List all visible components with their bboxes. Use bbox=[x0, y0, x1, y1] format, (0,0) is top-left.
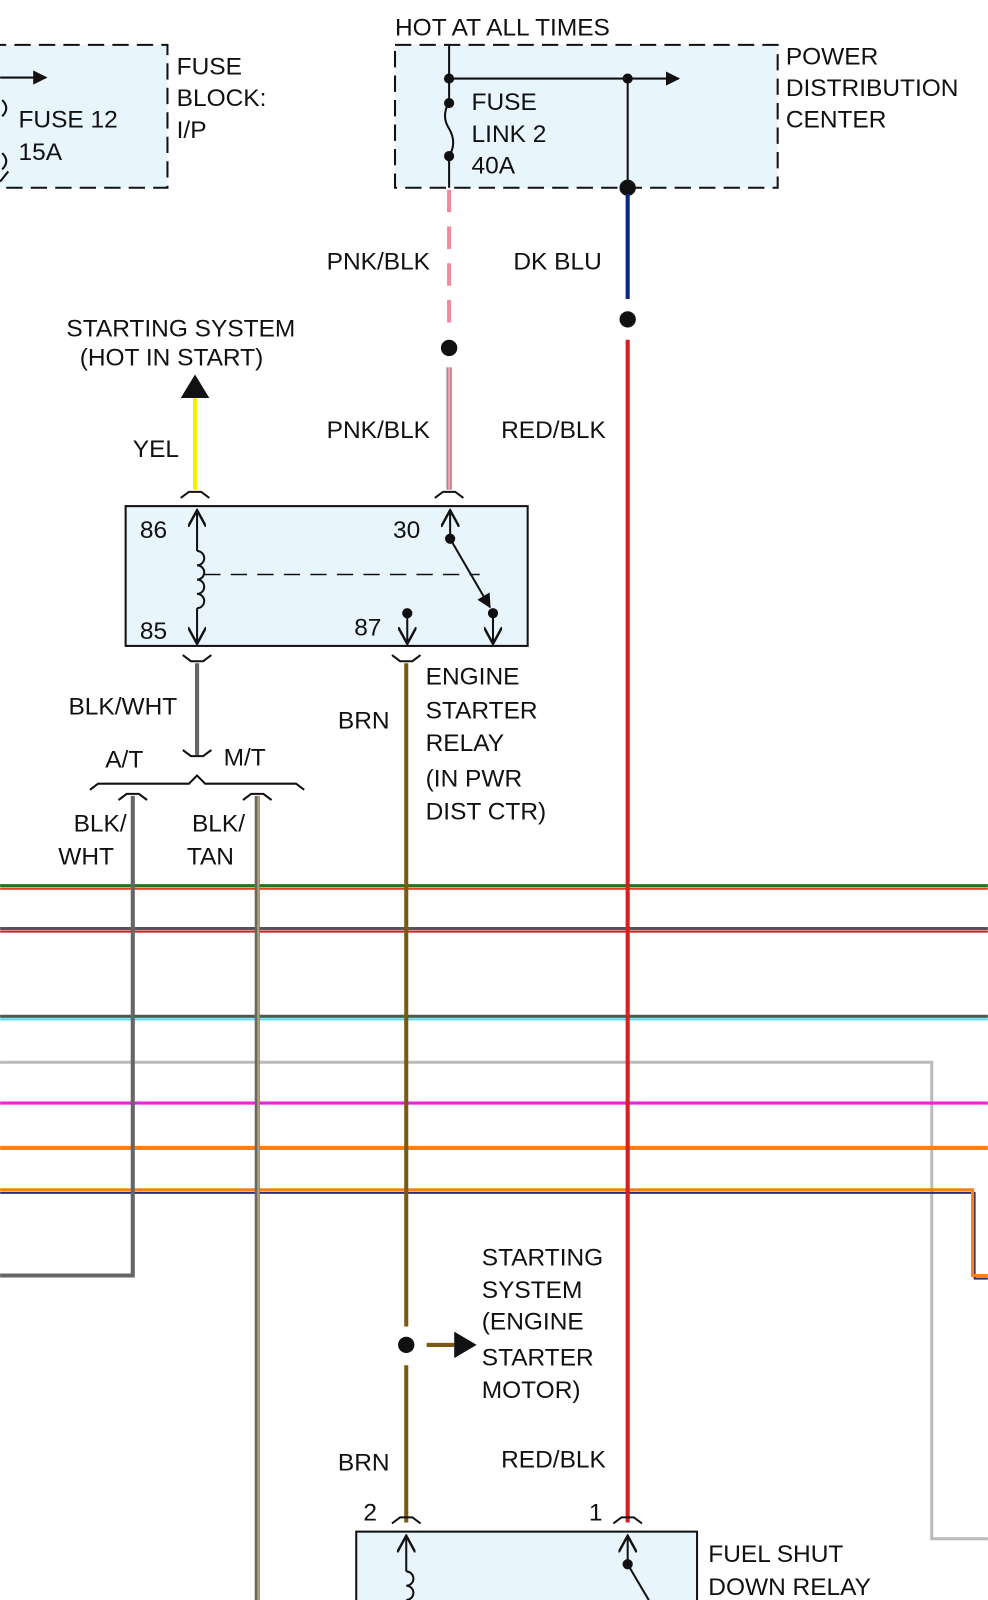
starter-relay-title-2: STARTER bbox=[426, 697, 538, 724]
arrow-right-icon bbox=[454, 1331, 477, 1359]
fuse-block-title-1: FUSE bbox=[177, 53, 242, 80]
yel-label: YEL bbox=[133, 436, 179, 463]
pnk-blk-label-lower: PNK/BLK bbox=[327, 417, 431, 444]
relay-coil-icon bbox=[406, 1570, 415, 1600]
wire-at-blk-wht bbox=[0, 795, 135, 1278]
dk-blu-label: DK BLU bbox=[513, 248, 601, 275]
arrow-up-icon bbox=[180, 374, 210, 398]
starter-relay-title-3: RELAY bbox=[426, 730, 504, 757]
splice-dot bbox=[619, 179, 636, 196]
relay-switch-icon bbox=[626, 1563, 650, 1600]
pnk-blk-label-upper: PNK/BLK bbox=[327, 248, 431, 275]
red-blk-label-upper: RED/BLK bbox=[501, 417, 606, 444]
pdc-box bbox=[394, 43, 779, 189]
fuel-relay-title-2: DOWN RELAY bbox=[708, 1574, 871, 1600]
wire-orange-navy bbox=[0, 1188, 988, 1278]
connector-dot bbox=[440, 339, 458, 357]
fuel-relay-box bbox=[355, 1530, 699, 1600]
pdc-title-1: POWER bbox=[786, 43, 878, 70]
connector-85 bbox=[182, 654, 212, 663]
fuel-relay-title-1: FUEL SHUT bbox=[708, 1541, 843, 1568]
pdc-title-2: DISTRIBUTION bbox=[786, 75, 959, 102]
splice-dot bbox=[398, 1336, 415, 1354]
starter-motor-ref-2: SYSTEM bbox=[482, 1277, 583, 1304]
at-label: A/T bbox=[105, 746, 143, 773]
fuse-12-rating: 15A bbox=[18, 139, 62, 166]
fuse-block-title-3: I/P bbox=[177, 117, 207, 144]
fuse-block-ip: FUSE 12 15A FUSE BLOCK: I/P bbox=[0, 43, 267, 189]
starter-relay-title-1: ENGINE bbox=[426, 664, 520, 691]
wire-pnk-blk: PNK/BLK PNK/BLK bbox=[327, 189, 458, 490]
starter-relay-title-5: DIST CTR) bbox=[426, 798, 547, 825]
mt-wire-label-2: TAN bbox=[187, 843, 234, 870]
pin-30-label: 30 bbox=[393, 517, 420, 544]
blk-wht-label: BLK/WHT bbox=[68, 693, 177, 720]
connector-86 bbox=[180, 490, 210, 499]
mt-wire-label-1: BLK/ bbox=[192, 811, 245, 838]
pin-2-label: 2 bbox=[363, 1499, 377, 1526]
hot-at-all-times-label: HOT AT ALL TIMES bbox=[395, 15, 610, 42]
fuse-link-label-2: LINK 2 bbox=[472, 121, 547, 148]
connector-30 bbox=[434, 490, 465, 499]
fuse-link-icon bbox=[444, 101, 455, 157]
mt-label: M/T bbox=[224, 744, 266, 771]
relay-box bbox=[124, 505, 529, 647]
wire-brn: BRN BRN STARTING SYSTEM (ENGINE STARTER … bbox=[338, 663, 603, 1523]
starter-motor-ref-3: (ENGINE bbox=[482, 1309, 584, 1336]
relay-coil-icon bbox=[196, 550, 206, 610]
at-wire-label-2: WHT bbox=[58, 843, 114, 870]
pin-87-label: 87 bbox=[354, 615, 381, 642]
starter-motor-ref-4: STARTER bbox=[482, 1344, 594, 1371]
fuse-terminal-dot bbox=[444, 151, 455, 162]
splice-dot bbox=[444, 73, 455, 84]
wire-dk-blu-red-blk: DK BLU RED/BLK RED/BLK bbox=[501, 193, 636, 1523]
splice-dot bbox=[622, 73, 633, 84]
starting-system-label: STARTING SYSTEM bbox=[66, 316, 295, 343]
relay-switch-icon bbox=[449, 538, 491, 609]
starter-relay-title-4: (IN PWR bbox=[426, 766, 523, 793]
connector-dot bbox=[619, 311, 636, 328]
fuse-link-rating: 40A bbox=[472, 152, 516, 179]
fuse-block-title-2: BLOCK: bbox=[177, 85, 267, 112]
hot-in-start-label: (HOT IN START) bbox=[80, 344, 264, 371]
fuse-block-box bbox=[0, 43, 169, 189]
pin-86-label: 86 bbox=[140, 517, 167, 544]
power-distribution-center: HOT AT ALL TIMES FUSE LINK 2 40A POWER D… bbox=[394, 15, 959, 196]
connector-87 bbox=[391, 654, 422, 663]
starting-system-hot-in-start: STARTING SYSTEM (HOT IN START) YEL bbox=[66, 316, 295, 490]
pin-85-label: 85 bbox=[140, 618, 167, 645]
fuse-terminal-dot bbox=[444, 97, 455, 109]
fuse-12-icon bbox=[0, 99, 10, 183]
brn-label-upper: BRN bbox=[338, 708, 390, 735]
wire-blk-wht-branch: BLK/WHT A/T M/T BLK/ WHT BLK/ TAN bbox=[0, 663, 305, 1600]
starter-motor-ref-5: MOTOR) bbox=[482, 1377, 581, 1404]
connector-2 bbox=[391, 1516, 422, 1525]
pin-1-label: 1 bbox=[589, 1499, 603, 1526]
red-blk-label-lower: RED/BLK bbox=[501, 1446, 606, 1473]
brn-label-lower: BRN bbox=[338, 1449, 390, 1476]
at-mt-bracket bbox=[89, 774, 305, 791]
engine-starter-relay: 86 85 30 87 ENGINE STARTER RELAY (IN PWR… bbox=[124, 490, 547, 825]
pdc-title-3: CENTER bbox=[786, 107, 887, 134]
fuse-12-label: FUSE 12 bbox=[18, 107, 117, 134]
fuse-link-label-1: FUSE bbox=[472, 89, 537, 116]
horizontal-wires bbox=[0, 884, 988, 1541]
fuel-shut-down-relay: 2 1 FUEL SHUT DOWN RELAY bbox=[355, 1499, 871, 1600]
starter-motor-ref-1: STARTING bbox=[482, 1244, 603, 1271]
wire-lt-gray bbox=[0, 1060, 988, 1541]
at-wire-label-1: BLK/ bbox=[74, 811, 127, 838]
connector-1 bbox=[612, 1516, 643, 1525]
